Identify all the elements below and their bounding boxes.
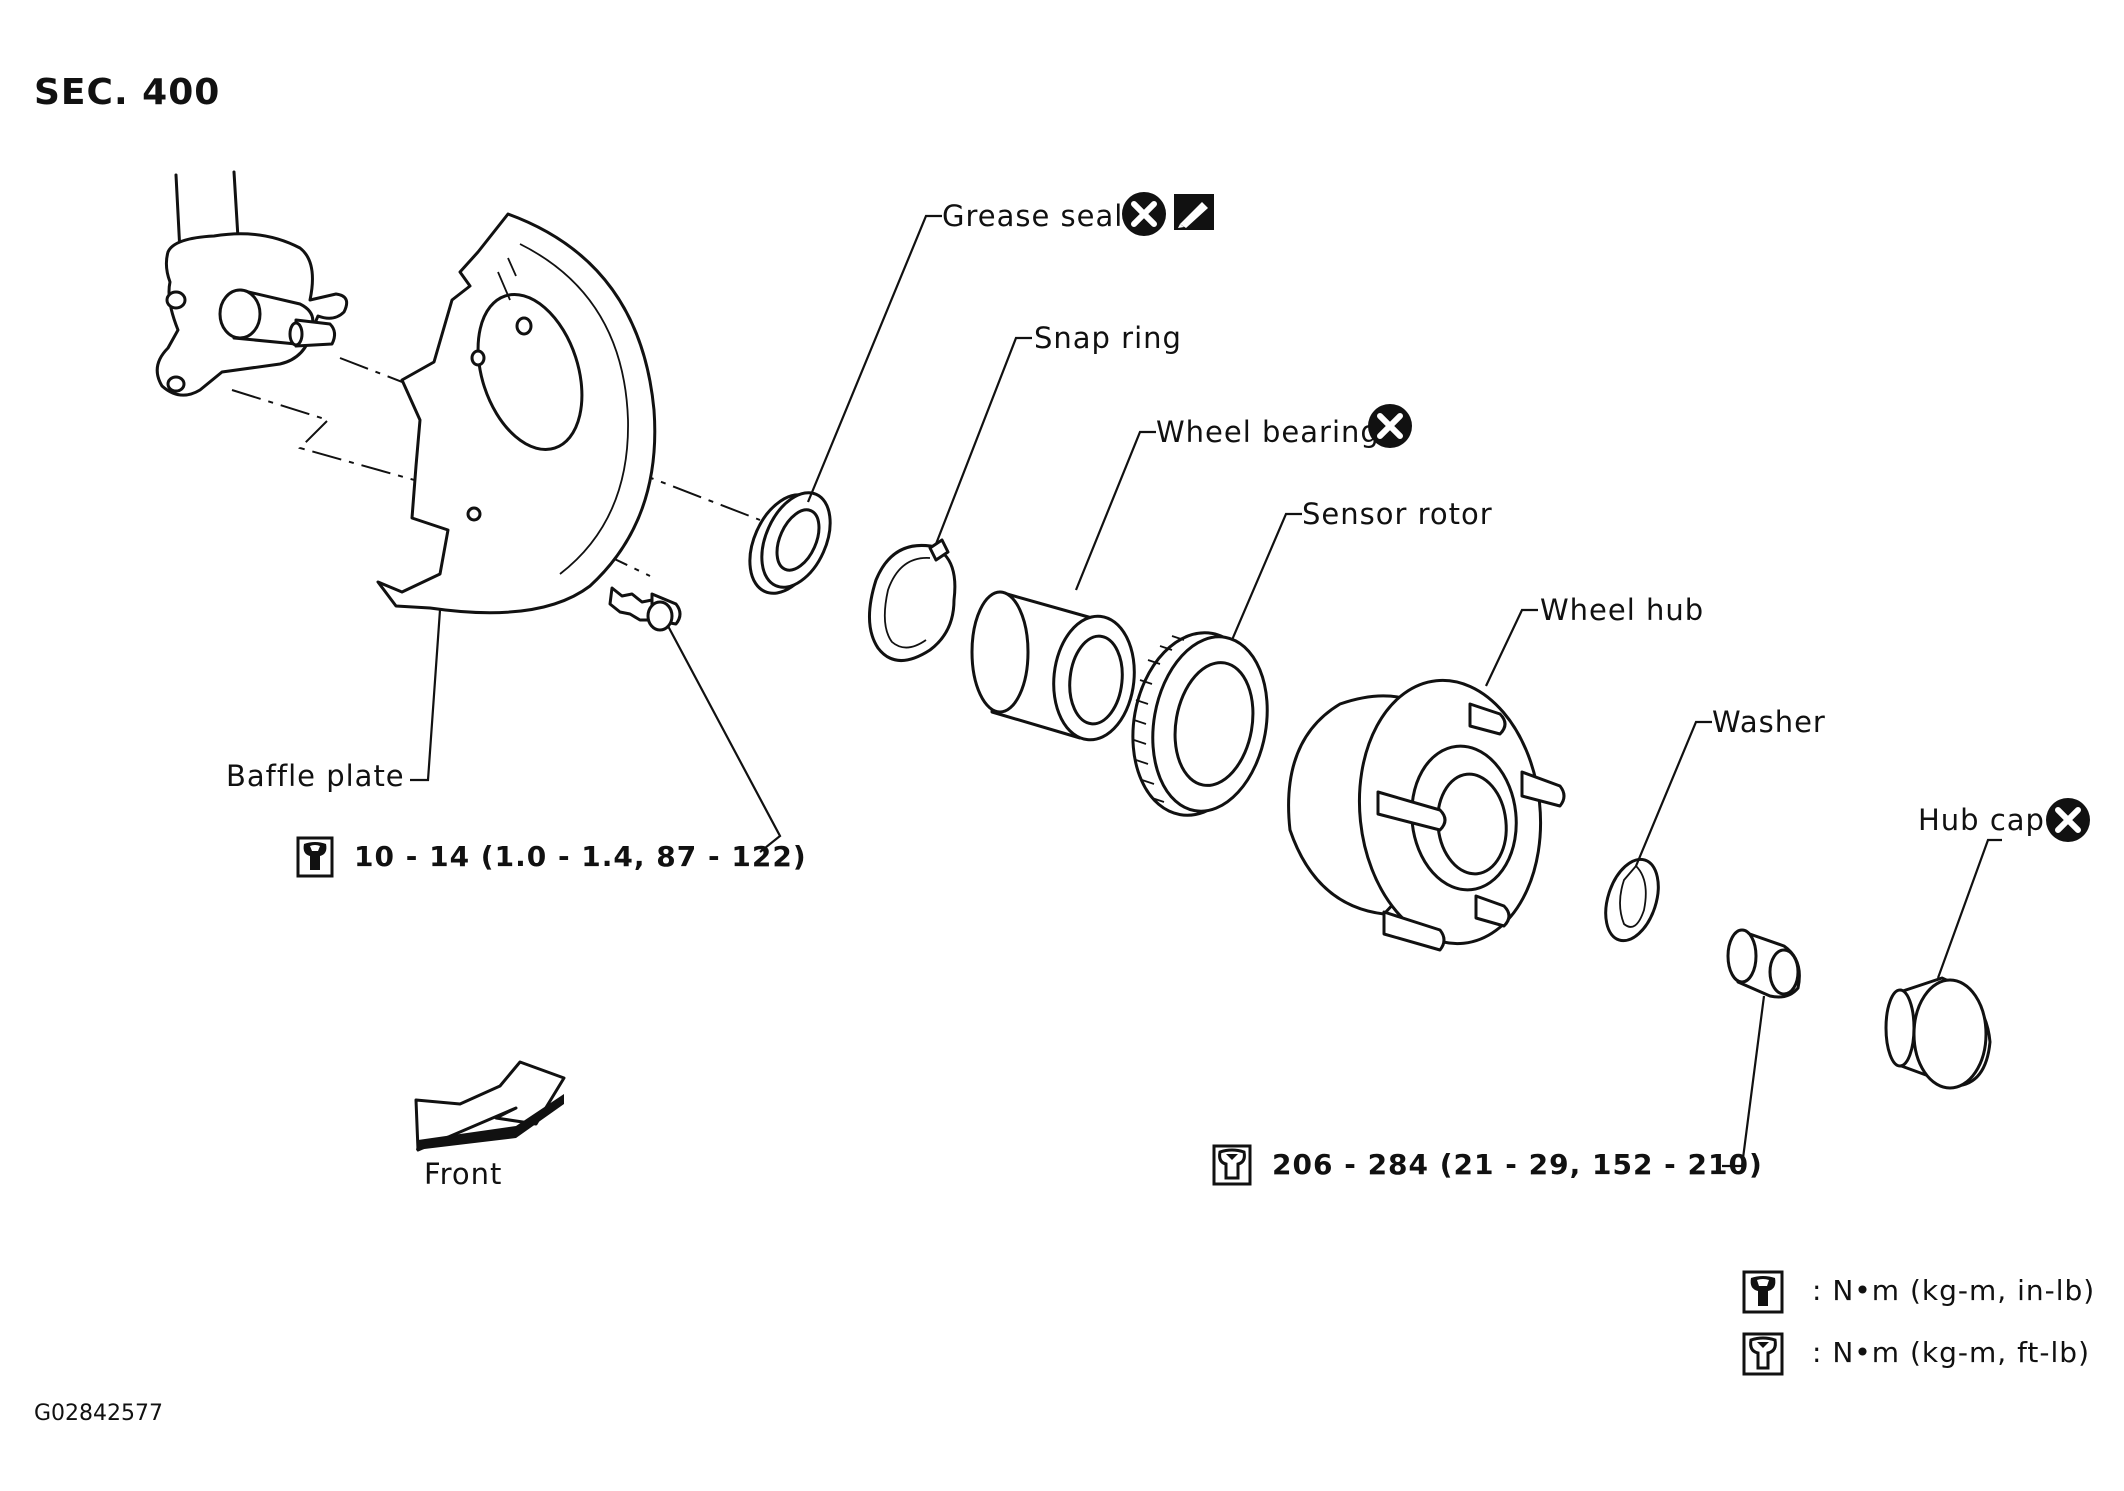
washer-label: Washer bbox=[1712, 705, 1826, 739]
leader-baffle-bolt bbox=[667, 625, 782, 853]
legend-in-lb: : N•m (kg-m, in-lb) bbox=[1812, 1274, 2095, 1307]
torque-wrench-in-lb-icon bbox=[1742, 1270, 1784, 1314]
leader-wheel-bearing bbox=[1074, 430, 1156, 591]
wheel-hub-label: Wheel hub bbox=[1540, 593, 1704, 627]
snap-ring bbox=[867, 538, 957, 662]
section-title: SEC. 400 bbox=[34, 72, 220, 113]
x-circle-icon bbox=[1122, 192, 1166, 236]
leader-hub-nut bbox=[1722, 995, 1766, 1168]
leader-grease-seal bbox=[806, 214, 942, 503]
grease-seal bbox=[748, 491, 832, 595]
x-circle-icon bbox=[2046, 798, 2090, 842]
torque-wrench-ft-lb-icon bbox=[1742, 1332, 1784, 1376]
washer bbox=[1604, 857, 1660, 943]
leader-washer bbox=[1634, 720, 1712, 867]
snap-ring-label: Snap ring bbox=[1034, 321, 1182, 355]
baffle-plate-label: Baffle plate bbox=[226, 759, 405, 793]
leader-baffle-plate bbox=[410, 609, 442, 782]
bolt-axis-line bbox=[231, 389, 651, 577]
hub-nut-torque: 206 - 284 (21 - 29, 152 - 210) bbox=[1272, 1148, 1763, 1181]
sensor-rotor bbox=[1131, 631, 1269, 817]
leader-hub-cap bbox=[1936, 838, 2002, 979]
steering-knuckle bbox=[155, 170, 349, 397]
leader-sensor-rotor bbox=[1230, 512, 1302, 641]
hub-nut bbox=[1726, 928, 1801, 999]
torque-wrench-ft-lb-icon bbox=[1212, 1144, 1252, 1186]
hub-cap bbox=[1884, 976, 1992, 1090]
baffle-bolt-torque: 10 - 14 (1.0 - 1.4, 87 - 122) bbox=[354, 840, 807, 873]
sensor-rotor-label: Sensor rotor bbox=[1302, 497, 1493, 531]
legend-ft-lb: : N•m (kg-m, ft-lb) bbox=[1812, 1336, 2090, 1369]
grease-apply-icon bbox=[1174, 194, 1214, 230]
leader-wheel-hub bbox=[1485, 608, 1538, 687]
grease-seal-label: Grease seal bbox=[942, 199, 1123, 233]
wheel-bearing-label: Wheel bearing bbox=[1156, 415, 1380, 449]
front-label: Front bbox=[424, 1157, 502, 1191]
wheel-hub bbox=[1287, 678, 1566, 952]
figure-code: G02842577 bbox=[34, 1401, 163, 1426]
leader-snap-ring bbox=[934, 336, 1032, 545]
torque-wrench-in-lb-icon bbox=[296, 836, 334, 878]
front-arrow-icon bbox=[414, 1060, 566, 1152]
hub-cap-label: Hub cap bbox=[1918, 803, 2045, 837]
x-circle-icon bbox=[1368, 404, 1412, 448]
baffle-plate bbox=[376, 212, 657, 615]
wheel-bearing bbox=[970, 590, 1136, 742]
baffle-bolt bbox=[608, 586, 682, 632]
